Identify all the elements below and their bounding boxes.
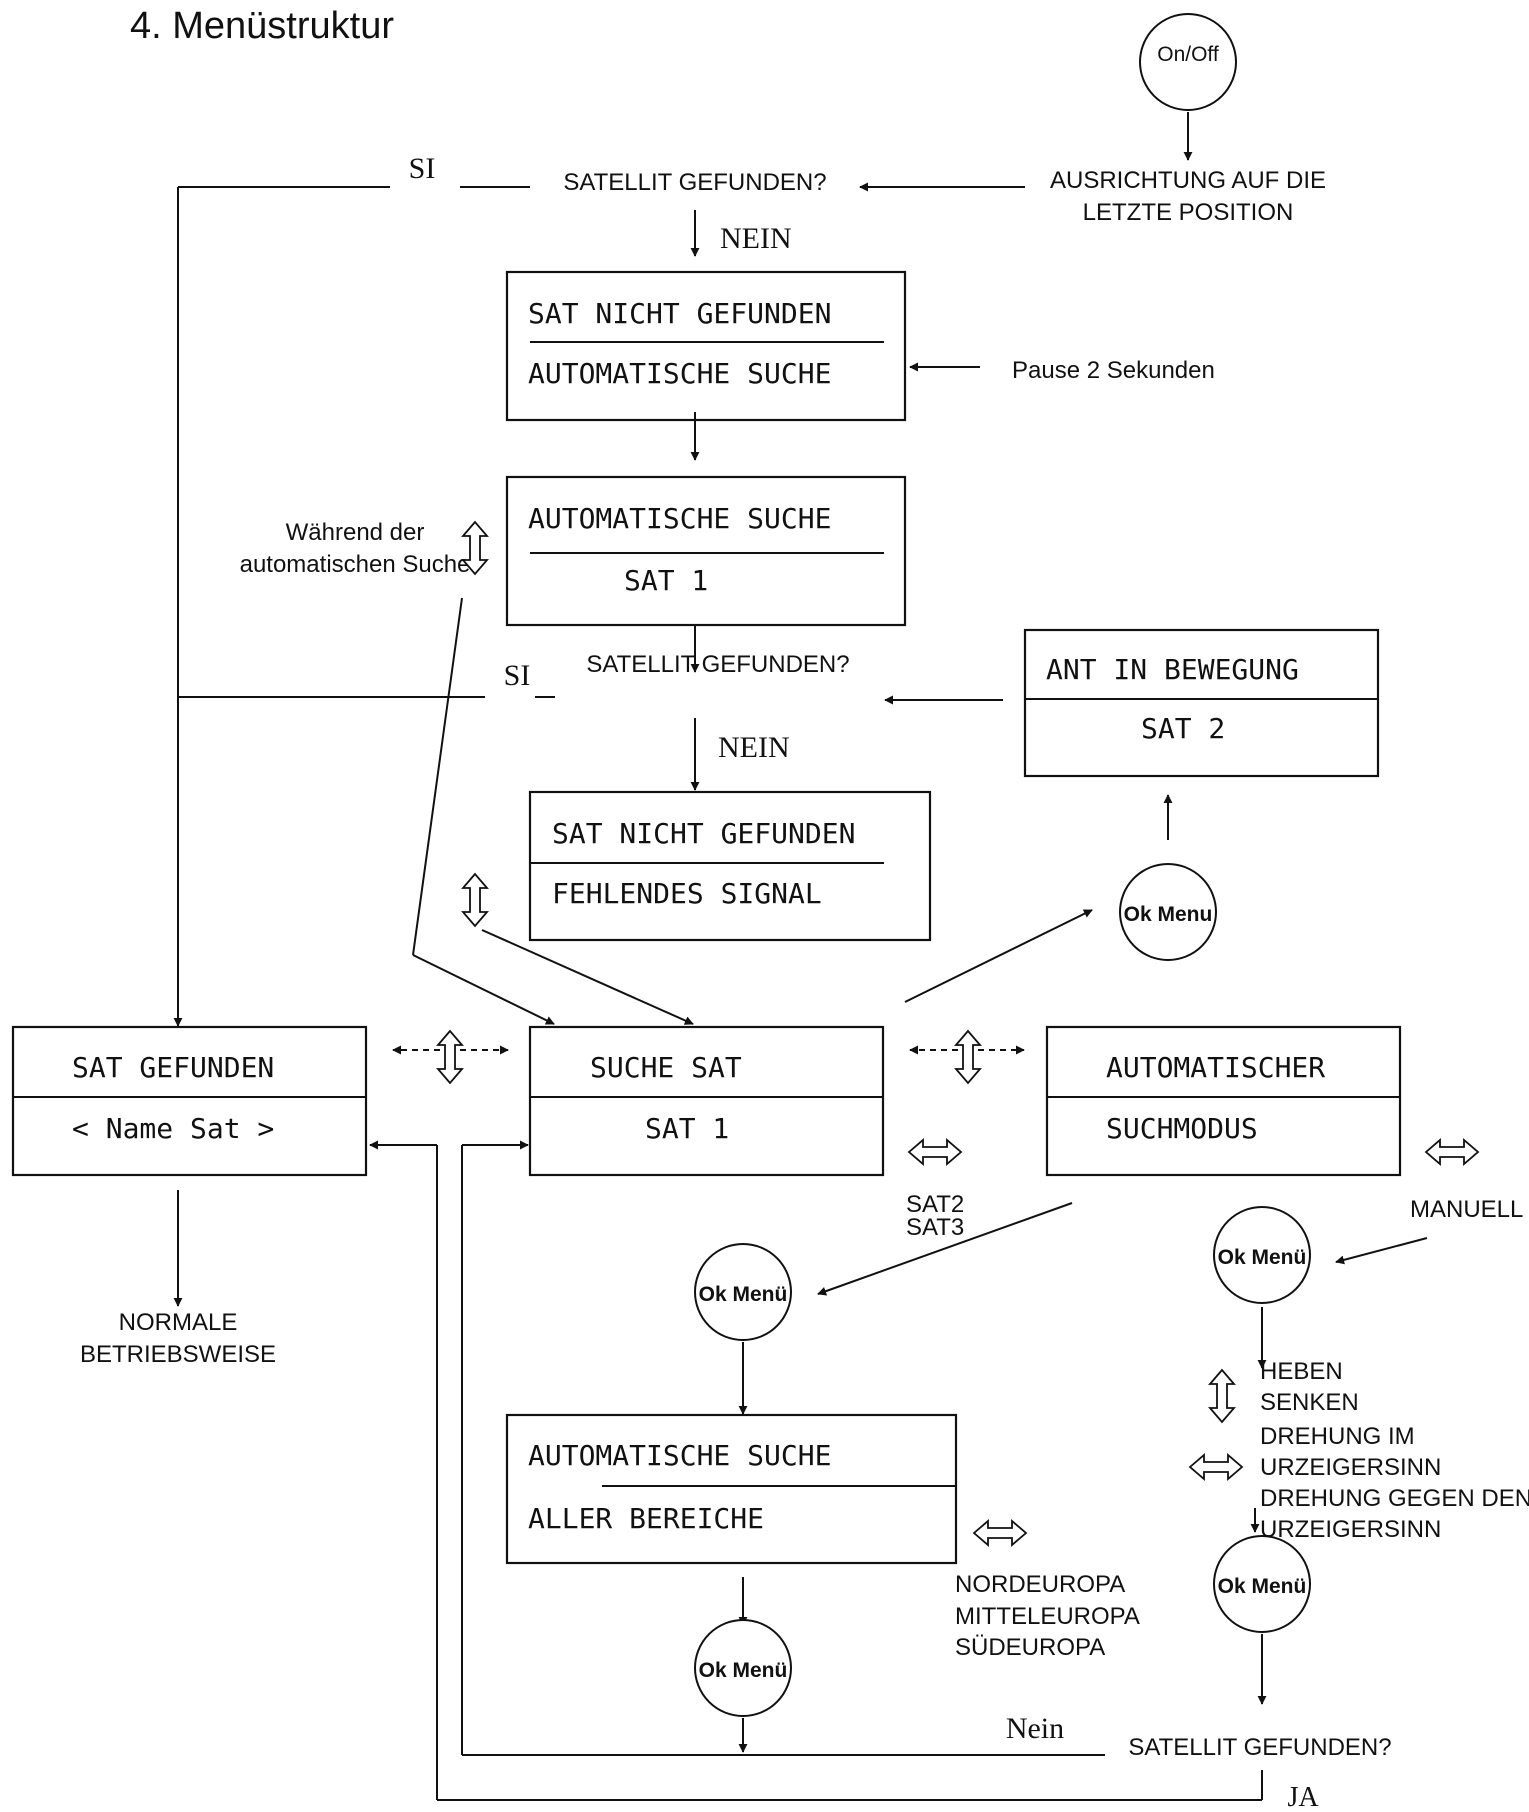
sat-option-sat3: SAT3 xyxy=(906,1214,964,1241)
connector xyxy=(817,1202,1073,1296)
yes-label-2: SI xyxy=(504,659,531,692)
ok-menu-button-4[interactable] xyxy=(694,1619,792,1717)
ja-bottom-label: JA xyxy=(1287,1782,1319,1812)
power-button-label: On/Off xyxy=(1157,43,1219,66)
ok-menu-label: Ok Menü xyxy=(699,1659,788,1682)
region-north: NORDEUROPA xyxy=(955,1571,1125,1598)
screen-line: SAT 2 xyxy=(1141,712,1225,745)
ok-menu-button-1[interactable] xyxy=(1119,863,1217,961)
nein-bottom-label: Nein xyxy=(1006,1712,1064,1745)
screen-line: SAT 1 xyxy=(624,564,708,597)
screen-sat-not-found-auto xyxy=(505,270,907,422)
screen-line: SAT GEFUNDEN xyxy=(72,1051,274,1084)
connector xyxy=(412,954,555,1025)
manual-action-ccw-2: URZEIGERSINN xyxy=(1260,1516,1441,1543)
screen-line: SUCHMODUS xyxy=(1106,1112,1258,1145)
manual-action-cw-1: DREHUNG IM xyxy=(1260,1423,1415,1450)
during-auto-search-line2: automatischen Suche xyxy=(240,551,471,578)
align-last-position-line1: AUSRICHTUNG AUF DIE xyxy=(1050,167,1326,194)
screen-line: AUTOMATISCHE SUCHE xyxy=(528,1439,831,1472)
manual-action-cw-2: URZEIGERSINN xyxy=(1260,1454,1441,1481)
left-right-arrows-icon xyxy=(973,1520,1027,1546)
ok-menu-button-5[interactable] xyxy=(1213,1535,1311,1633)
normal-operation-line1: NORMALE xyxy=(119,1309,238,1336)
during-auto-search-line1: Während der xyxy=(286,519,425,546)
yes-label-1: SI xyxy=(409,152,436,185)
no-label-1: NEIN xyxy=(720,222,792,255)
ok-menu-label: Ok Menu xyxy=(1124,903,1213,926)
screen-sat-not-found-signal xyxy=(528,790,932,942)
up-down-arrows-icon xyxy=(1209,1369,1235,1423)
manual-label: MANUELL xyxy=(1410,1196,1523,1223)
left-right-arrows-icon xyxy=(1189,1454,1243,1480)
sat-found-question-3: SATELLIT GEFUNDEN? xyxy=(1128,1734,1391,1761)
screen-line: SUCHE SAT xyxy=(590,1051,742,1084)
ok-menu-label: Ok Menü xyxy=(1218,1575,1307,1598)
connector xyxy=(1335,1237,1428,1265)
no-label-2: NEIN xyxy=(718,731,790,764)
ok-menu-label: Ok Menü xyxy=(699,1283,788,1306)
manual-action-lower: SENKEN xyxy=(1260,1389,1359,1416)
sat-option-sat2: SAT2 xyxy=(906,1191,964,1218)
region-central: MITTELEUROPA xyxy=(955,1603,1140,1630)
up-down-arrows-icon xyxy=(955,1030,981,1084)
screen-line: SAT NICHT GEFUNDEN xyxy=(552,817,855,850)
screen-auto-search-mode xyxy=(1045,1025,1402,1177)
page-title: 4. Menüstruktur xyxy=(130,5,394,47)
screen-line: SAT NICHT GEFUNDEN xyxy=(528,297,831,330)
screen-line: SAT 1 xyxy=(645,1112,729,1145)
screen-line: AUTOMATISCHER xyxy=(1106,1051,1325,1084)
left-right-arrows-icon xyxy=(908,1139,962,1165)
manual-action-ccw-1: DREHUNG GEGEN DEN xyxy=(1260,1485,1529,1512)
screen-line: AUTOMATISCHE SUCHE xyxy=(528,357,831,390)
screen-line: ALLER BEREICHE xyxy=(528,1502,764,1535)
screen-line: FEHLENDES SIGNAL xyxy=(552,877,822,910)
pause-label: Pause 2 Sekunden xyxy=(1012,357,1215,384)
up-down-arrows-icon xyxy=(462,873,488,927)
screen-search-sat xyxy=(528,1025,885,1177)
align-last-position-line2: LETZTE POSITION xyxy=(1083,199,1294,226)
manual-action-raise: HEBEN xyxy=(1260,1358,1343,1385)
power-button-circle[interactable] xyxy=(1139,13,1237,111)
connector xyxy=(412,597,463,956)
connector xyxy=(481,929,694,1025)
screen-line: AUTOMATISCHE SUCHE xyxy=(528,502,831,535)
screen-auto-search-all xyxy=(505,1413,958,1565)
normal-operation-line2: BETRIEBSWEISE xyxy=(80,1341,276,1368)
screen-sat-found xyxy=(11,1025,368,1177)
screen-auto-search-sat1 xyxy=(505,475,907,627)
ok-menu-button-2[interactable] xyxy=(694,1243,792,1341)
screen-ant-moving xyxy=(1023,628,1380,778)
sat-found-question-1: SATELLIT GEFUNDEN? xyxy=(563,169,826,196)
screen-line: ANT IN BEWEGUNG xyxy=(1046,653,1299,686)
sat-found-question-2: SATELLIT GEFUNDEN? xyxy=(586,651,849,678)
connector xyxy=(904,909,1093,1003)
screen-line: < Name Sat > xyxy=(72,1112,274,1145)
ok-menu-button-3[interactable] xyxy=(1213,1206,1311,1304)
region-south: SÜDEUROPA xyxy=(955,1634,1105,1661)
ok-menu-label: Ok Menü xyxy=(1218,1246,1307,1269)
left-right-arrows-icon xyxy=(1425,1139,1479,1165)
up-down-arrows-icon xyxy=(437,1030,463,1084)
